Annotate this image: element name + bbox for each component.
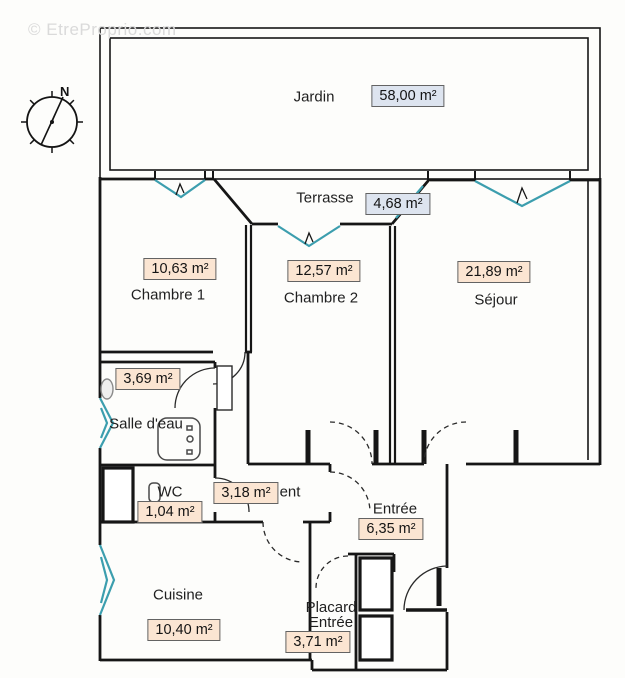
sink-fixture bbox=[100, 378, 114, 400]
placard-entree-area-badge: 3,71 m² bbox=[285, 631, 351, 653]
site-watermark: © EtreProprio.com bbox=[28, 20, 177, 39]
window-handle-marks bbox=[175, 182, 528, 245]
placard-entree-label: Placard Entrée bbox=[306, 600, 357, 630]
entree-area-badge: 6,35 m² bbox=[358, 518, 424, 540]
placard-entree-label-line1: Placard bbox=[305, 599, 357, 616]
double-partition-walls bbox=[244, 225, 397, 463]
terrasse-label: Terrasse bbox=[296, 189, 354, 207]
wc-area-badge: 1,04 m² bbox=[137, 501, 203, 523]
sejour-area-badge: 21,89 m² bbox=[457, 261, 531, 283]
wc-label: WC bbox=[157, 483, 183, 501]
jardin-label: Jardin bbox=[293, 88, 335, 106]
salle-deau-label: Salle d'eau bbox=[109, 415, 183, 433]
chambre2-area-badge: 12,57 m² bbox=[287, 260, 361, 282]
garden-walls bbox=[99, 27, 601, 460]
degagement-area-badge: 3,18 m² bbox=[213, 482, 279, 504]
chambre2-label: Chambre 2 bbox=[283, 289, 359, 307]
cuisine-area-badge: 10,40 m² bbox=[147, 619, 221, 641]
degagement-label-fragment: ent bbox=[279, 483, 301, 501]
terrasse-area-badge: 4,68 m² bbox=[365, 193, 431, 215]
doorway-stubs bbox=[305, 430, 519, 606]
closet-cabinets bbox=[101, 466, 394, 662]
sejour-label: Séjour bbox=[474, 291, 518, 309]
door-leaves bbox=[216, 365, 447, 612]
placard-entree-label-line2: Entrée bbox=[308, 614, 354, 631]
compass-icon: N bbox=[21, 84, 83, 153]
door-arcs-dashed bbox=[262, 421, 467, 589]
chambre1-label: Chambre 1 bbox=[130, 286, 206, 304]
cuisine-label: Cuisine bbox=[152, 586, 204, 604]
shower-fixture bbox=[157, 417, 201, 461]
window-jamb-ticks bbox=[154, 171, 571, 182]
chambre1-area-badge: 10,63 m² bbox=[143, 258, 217, 280]
compass-north-label: N bbox=[60, 84, 69, 99]
entree-label: Entrée bbox=[372, 500, 418, 518]
jardin-area-badge: 58,00 m² bbox=[371, 85, 445, 107]
salle-deau-area-badge: 3,69 m² bbox=[115, 368, 181, 390]
apartment-walls bbox=[98, 177, 602, 672]
windows bbox=[98, 179, 571, 616]
